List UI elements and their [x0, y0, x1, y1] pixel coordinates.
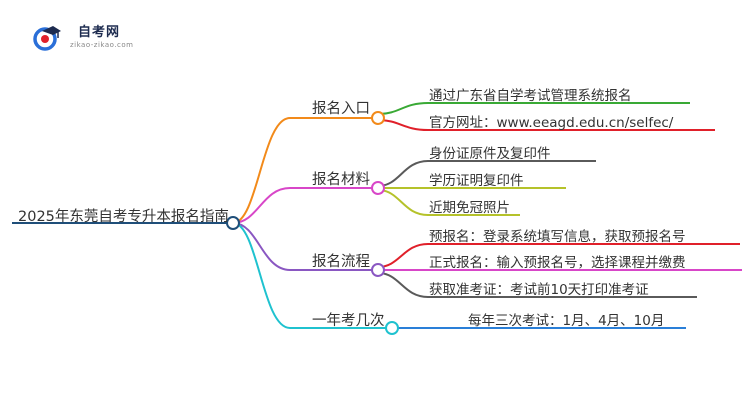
branch-label-registration-entry: 报名入口: [312, 101, 370, 117]
leaf-education-certificate: 学历证明复印件: [429, 173, 524, 189]
connector-leaf-3-3: [377, 272, 697, 298]
connector-branch-1: [232, 117, 373, 224]
leaf-admission-ticket: 获取准考证：考试前10天打印准考证: [429, 282, 649, 298]
leaf-id-card: 身份证原件及复印件: [429, 146, 551, 162]
branch-node-4[interactable]: [385, 321, 399, 335]
branch-node-2[interactable]: [371, 181, 385, 195]
branch-label-exam-frequency: 一年考几次: [312, 313, 385, 329]
leaf-registration-system: 通过广东省自学考试管理系统报名: [429, 88, 632, 104]
leaf-official-website[interactable]: 官方网址：www.eeagd.edu.cn/selfec/: [429, 115, 674, 131]
leaf-exam-schedule: 每年三次考试：1月、4月、10月: [468, 313, 665, 329]
connector-leaf-2-3: [377, 189, 520, 216]
graduation-cap-icon: [33, 26, 61, 51]
connector-branch-3: [232, 222, 373, 271]
connector-leaf-3-1: [377, 243, 740, 268]
site-logo[interactable]: 自考网 zikao-zikao.com: [32, 18, 172, 52]
leaf-pre-registration: 预报名：登录系统填写信息，获取预报名号: [429, 229, 686, 245]
branch-node-1[interactable]: [371, 111, 385, 125]
logo-subtitle: zikao-zikao.com: [70, 41, 134, 49]
leaf-formal-registration: 正式报名：输入预报名号，选择课程并缴费: [429, 255, 686, 271]
connector-branch-4: [232, 222, 387, 329]
root-label: 2025年东莞自考专升本报名指南: [18, 209, 229, 225]
logo-title: 自考网: [78, 25, 121, 40]
connector-leaf-1-1: [377, 102, 690, 115]
leaf-photo: 近期免冠照片: [429, 200, 510, 216]
branch-label-process: 报名流程: [312, 254, 370, 270]
branch-label-materials: 报名材料: [312, 172, 370, 188]
root-node[interactable]: [226, 216, 240, 230]
branch-node-3[interactable]: [371, 263, 385, 277]
connector-branch-2: [232, 187, 373, 224]
connector-leaf-2-1: [377, 160, 596, 187]
